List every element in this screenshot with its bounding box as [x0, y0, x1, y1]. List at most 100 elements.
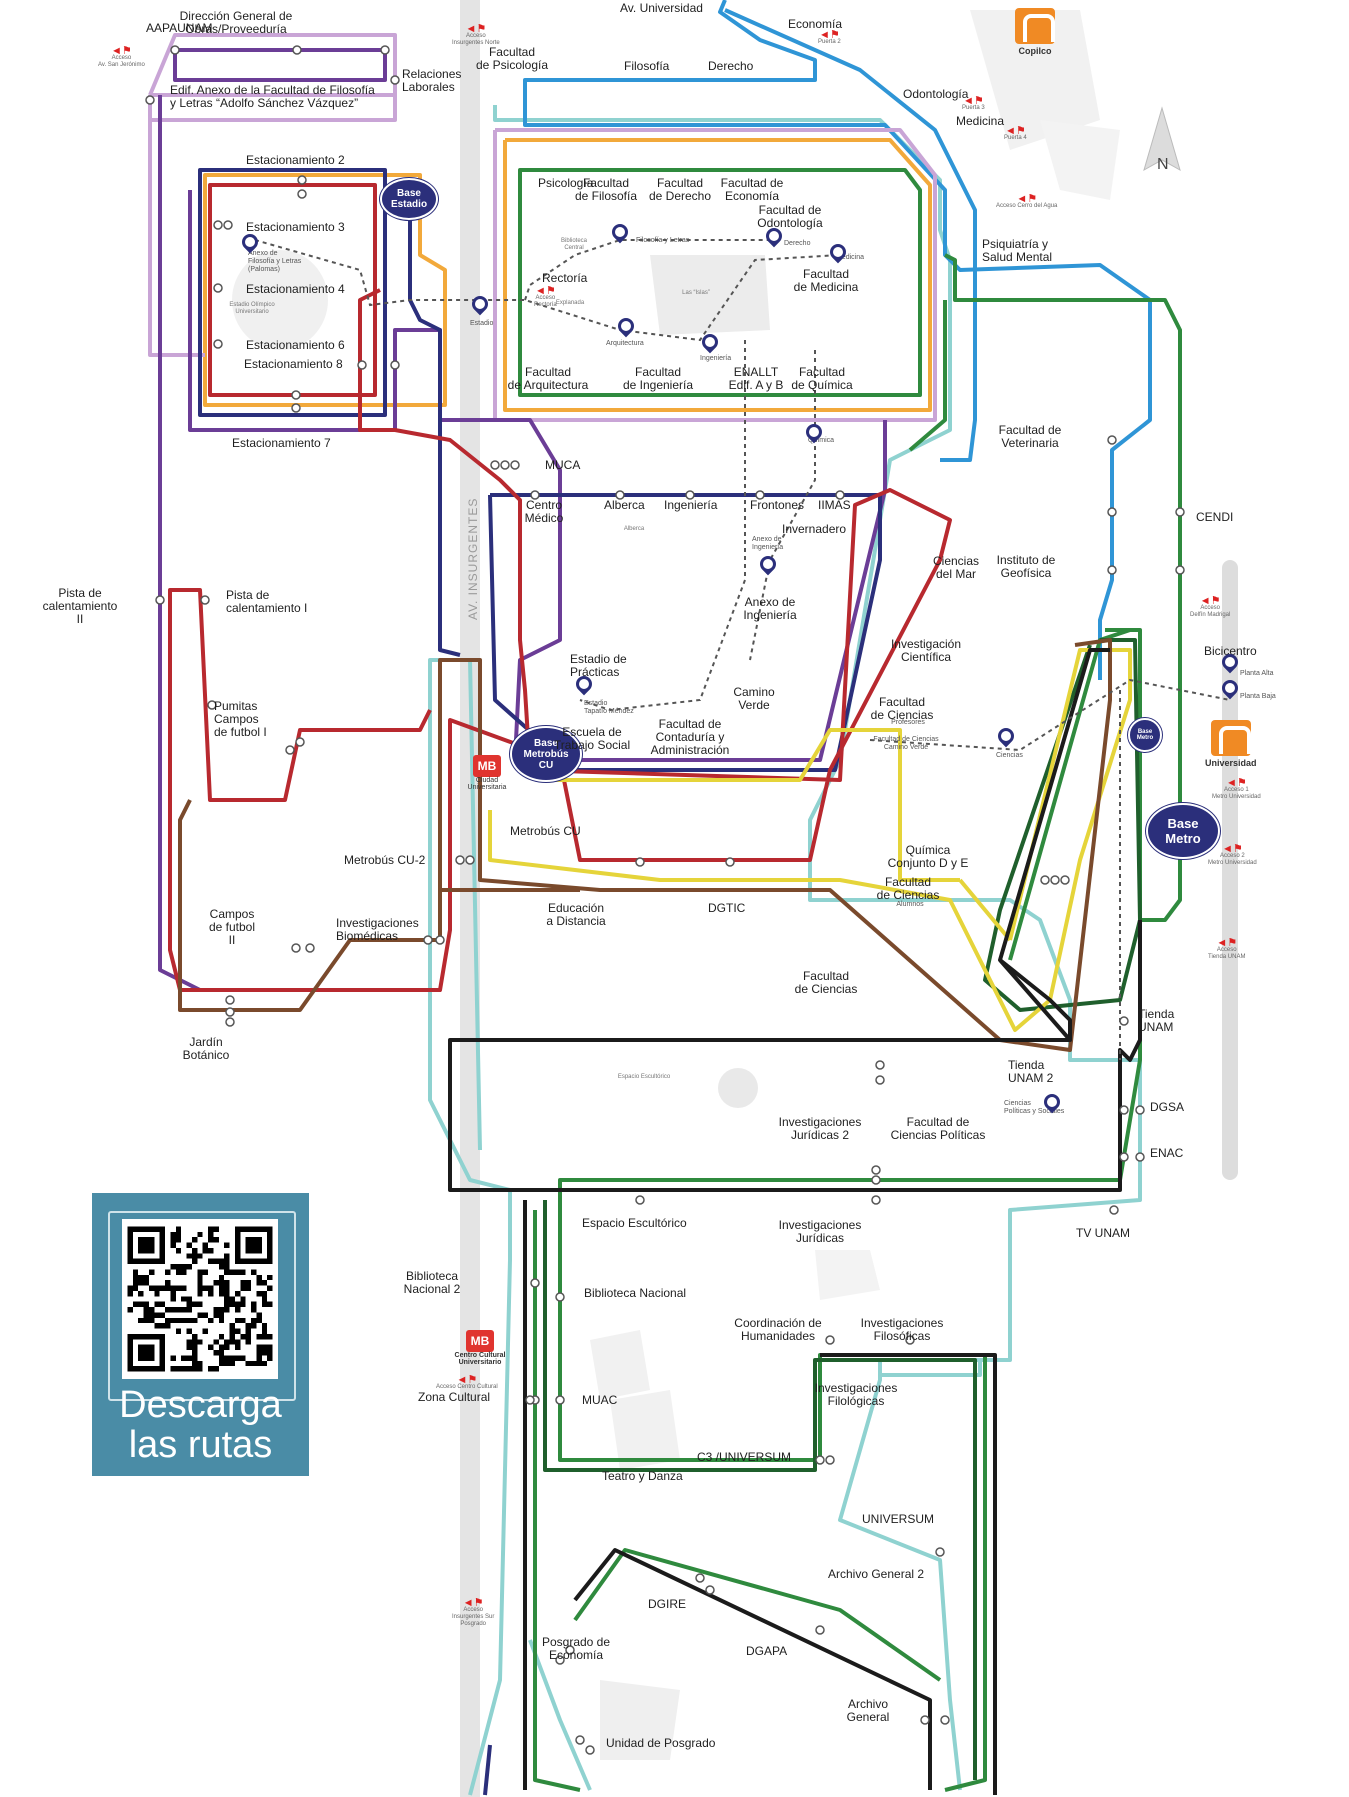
stop-label-dgapa[interactable]: DGAPA: [746, 1644, 788, 1658]
metrobus-station-cu[interactable]: MB Ciudad Universitaria: [462, 755, 512, 791]
stop-label-investigacion-cientifica[interactable]: Investigación Científica: [890, 637, 962, 664]
stop-label-est2[interactable]: Estacionamiento 2: [246, 153, 345, 167]
stop-label-camino-verde[interactable]: Camino Verde: [733, 685, 775, 712]
stop-label-fac-ingenieria[interactable]: Facultad de Ingeniería: [622, 365, 694, 392]
download-routes-label: Descarga las rutas: [119, 1384, 282, 1466]
stop-label-pista2[interactable]: Pista de calentamiento II: [42, 586, 118, 626]
stop-label-metrobus-cu[interactable]: Metrobús CU: [510, 824, 581, 838]
stop-label-fac-economia[interactable]: Facultad de Economía: [720, 176, 784, 203]
stop-label-medicina[interactable]: Medicina: [956, 114, 1005, 128]
stop-label-rectoria[interactable]: Rectoría: [542, 271, 588, 285]
stop-label-muac[interactable]: MUAC: [582, 1393, 618, 1407]
metro-station-universidad[interactable]: Universidad: [1205, 720, 1257, 768]
stop-label-dgtic[interactable]: DGTIC: [708, 901, 746, 915]
stop-label-filosofia[interactable]: Filosofía: [624, 59, 670, 73]
metro-station-copilco[interactable]: Copilco: [1015, 8, 1055, 56]
stop-label-fac-medicina[interactable]: Facultad de Medicina: [793, 267, 859, 294]
stop-label-posgrado-economia[interactable]: Posgrado de Economía: [541, 1635, 611, 1662]
stop-label-muca[interactable]: MUCA: [545, 458, 581, 472]
stop-label-ciencias-mar[interactable]: Ciencias del Mar: [932, 554, 980, 581]
stop-label-unidad-posgrado[interactable]: Unidad de Posgrado: [606, 1736, 716, 1750]
stop-label-campos-futbol2[interactable]: Campos de futbol II: [208, 907, 256, 947]
stop-label-universum[interactable]: UNIVERSUM: [862, 1512, 935, 1526]
stop-label-zona-cultural[interactable]: Zona Cultural: [418, 1390, 491, 1404]
metrobus-station-centro-cultural[interactable]: MB Centro Cultural Universitario: [445, 1330, 515, 1366]
stop-label-metrobus-cu2[interactable]: Metrobús CU-2: [344, 853, 426, 867]
qr-download-panel[interactable]: Descarga las rutas: [92, 1193, 309, 1476]
stop-label-tienda-unam[interactable]: Tienda UNAM: [1138, 1007, 1175, 1034]
base-metro-small[interactable]: Base Metro: [1128, 718, 1162, 752]
stop-label-educacion-distancia[interactable]: Educación a Distancia: [546, 901, 606, 928]
stop-label-tienda-unam2[interactable]: Tienda UNAM 2: [1008, 1058, 1054, 1085]
stop-label-dgsa[interactable]: DGSA: [1150, 1100, 1185, 1114]
station-dot: [755, 490, 765, 500]
stop-label-biblioteca-nacional[interactable]: Biblioteca Nacional: [584, 1286, 687, 1300]
base-estadio[interactable]: Base Estadio: [380, 178, 438, 220]
stop-label-alberca[interactable]: Alberca: [604, 498, 645, 512]
stop-label-enac[interactable]: ENAC: [1150, 1146, 1184, 1160]
stop-label-inv-biomedicas[interactable]: Investigaciones Biomédicas: [336, 916, 419, 943]
stop-label-dgire[interactable]: DGIRE: [648, 1597, 687, 1611]
stop-label-c3-universum[interactable]: C3 /UNIVERSUM: [697, 1450, 792, 1464]
stop-label-fac-ciencias-alumnos[interactable]: Facultad de Ciencias: [876, 875, 940, 902]
stop-label-inv-juridicas2[interactable]: Investigaciones Jurídicas 2: [778, 1115, 862, 1142]
stop-label-fac-psicologia[interactable]: Facultad de Psicología: [475, 45, 549, 72]
stop-label-est8[interactable]: Estacionamiento 8: [244, 357, 343, 371]
stop-label-coord-humanidades[interactable]: Coordinación de Humanidades: [734, 1316, 822, 1343]
stop-label-fac-quimica[interactable]: Facultad de Química: [791, 365, 853, 392]
stop-label-edif-anexo[interactable]: Edif. Anexo de la Facultad de Filosofía …: [170, 83, 375, 110]
stop-label-inv-juridicas[interactable]: Investigaciones Jurídicas: [778, 1218, 862, 1245]
stop-label-tv-unam[interactable]: TV UNAM: [1076, 1226, 1130, 1240]
stop-label-psicologia[interactable]: Psicología: [538, 176, 594, 190]
stop-label-anexo-ingenieria[interactable]: Anexo de Ingeniería: [743, 595, 797, 622]
stop-label-dgop[interactable]: Dirección General de Obras/Proveeduría: [179, 9, 293, 36]
stop-label-iimas[interactable]: IIMAS: [818, 498, 851, 512]
qr-code[interactable]: [122, 1219, 278, 1379]
stop-label-psiquiatria[interactable]: Psiquiatría y Salud Mental: [982, 237, 1053, 264]
stop-label-fac-ciencias-prof[interactable]: Facultad de Ciencias: [870, 695, 934, 722]
stop-label-av-universidad[interactable]: Av. Universidad: [620, 1, 703, 15]
stop-label-escuela-ts[interactable]: Escuela de Trabajo Social: [553, 725, 631, 752]
stop-label-ingenieria[interactable]: Ingeniería: [664, 498, 718, 512]
stop-label-fac-contaduria[interactable]: Facultad de Contaduría y Administración: [650, 717, 730, 757]
stop-label-economia-top[interactable]: Economía: [788, 17, 843, 31]
stop-label-instituto-geofisica[interactable]: Instituto de Geofísica: [996, 553, 1056, 580]
stop-label-frontones[interactable]: Frontones: [750, 498, 805, 512]
stop-label-quimica-conjunto[interactable]: Química Conjunto D y E: [887, 843, 969, 870]
stop-label-inv-filosoficas[interactable]: Investigaciones Filosóficas: [860, 1316, 944, 1343]
stop-label-fac-odontologia[interactable]: Facultad de Odontología: [757, 203, 823, 230]
stop-label-est4[interactable]: Estacionamiento 4: [246, 282, 345, 296]
stop-label-fac-ciencias-politicas[interactable]: Facultad de Ciencias Políticas: [890, 1115, 986, 1142]
stop-label-invernadero[interactable]: Invernadero: [782, 522, 847, 536]
stop-label-fac-derecho[interactable]: Facultad de Derecho: [648, 176, 712, 203]
stop-label-derecho[interactable]: Derecho: [708, 59, 754, 73]
stop-label-fac-filosofia[interactable]: Facultad de Filosofía: [574, 176, 638, 203]
stop-label-inv-filologicas[interactable]: Investigaciones Filológicas: [814, 1381, 898, 1408]
stop-label-estadio-practicas[interactable]: Estadio de Prácticas: [570, 652, 627, 679]
stop-label-biblioteca-nacional2[interactable]: Biblioteca Nacional 2: [403, 1269, 461, 1296]
stop-label-teatro-danza[interactable]: Teatro y Danza: [602, 1469, 683, 1483]
stop-label-jardin-botanico[interactable]: Jardín Botánico: [182, 1035, 230, 1062]
base-metrobus-cu[interactable]: Base Metrobús CU: [510, 726, 582, 782]
stop-label-fac-arquitectura[interactable]: Facultad de Arquitectura: [507, 365, 589, 392]
qr-finder-module: [138, 1237, 155, 1254]
qr-module: [208, 1237, 214, 1243]
stop-label-archivo-general2[interactable]: Archivo General 2: [828, 1567, 925, 1581]
stop-label-aapaunam[interactable]: AAPAUNAM: [146, 21, 213, 35]
stop-label-espacio-escultorico[interactable]: Espacio Escultórico: [582, 1216, 687, 1230]
stop-label-relaciones[interactable]: Relaciones Laborales: [402, 67, 462, 94]
stop-label-est6[interactable]: Estacionamiento 6: [246, 338, 345, 352]
stop-label-cendi[interactable]: CENDI: [1196, 510, 1234, 524]
stop-label-est7[interactable]: Estacionamiento 7: [232, 436, 331, 450]
stop-label-centro-medico[interactable]: Centro Médico: [524, 498, 564, 525]
stop-label-pista1[interactable]: Pista de calentamiento I: [226, 588, 308, 615]
stop-label-fac-ciencias[interactable]: Facultad de Ciencias: [794, 969, 858, 996]
stop-label-bicicentro[interactable]: Bicicentro: [1204, 644, 1257, 658]
stop-label-enallt[interactable]: ENALLT Edif. A y B: [728, 365, 784, 392]
stop-label-fac-veterinaria[interactable]: Facultad de Veterinaria: [998, 423, 1062, 450]
stop-label-est3[interactable]: Estacionamiento 3: [246, 220, 345, 234]
stop-label-odontologia[interactable]: Odontología: [903, 87, 969, 101]
stop-label-pumitas[interactable]: Pumitas Campos de futbol I: [214, 699, 267, 739]
base-metro[interactable]: Base Metro: [1146, 803, 1220, 859]
stop-label-archivo-general[interactable]: Archivo General: [846, 1697, 890, 1724]
